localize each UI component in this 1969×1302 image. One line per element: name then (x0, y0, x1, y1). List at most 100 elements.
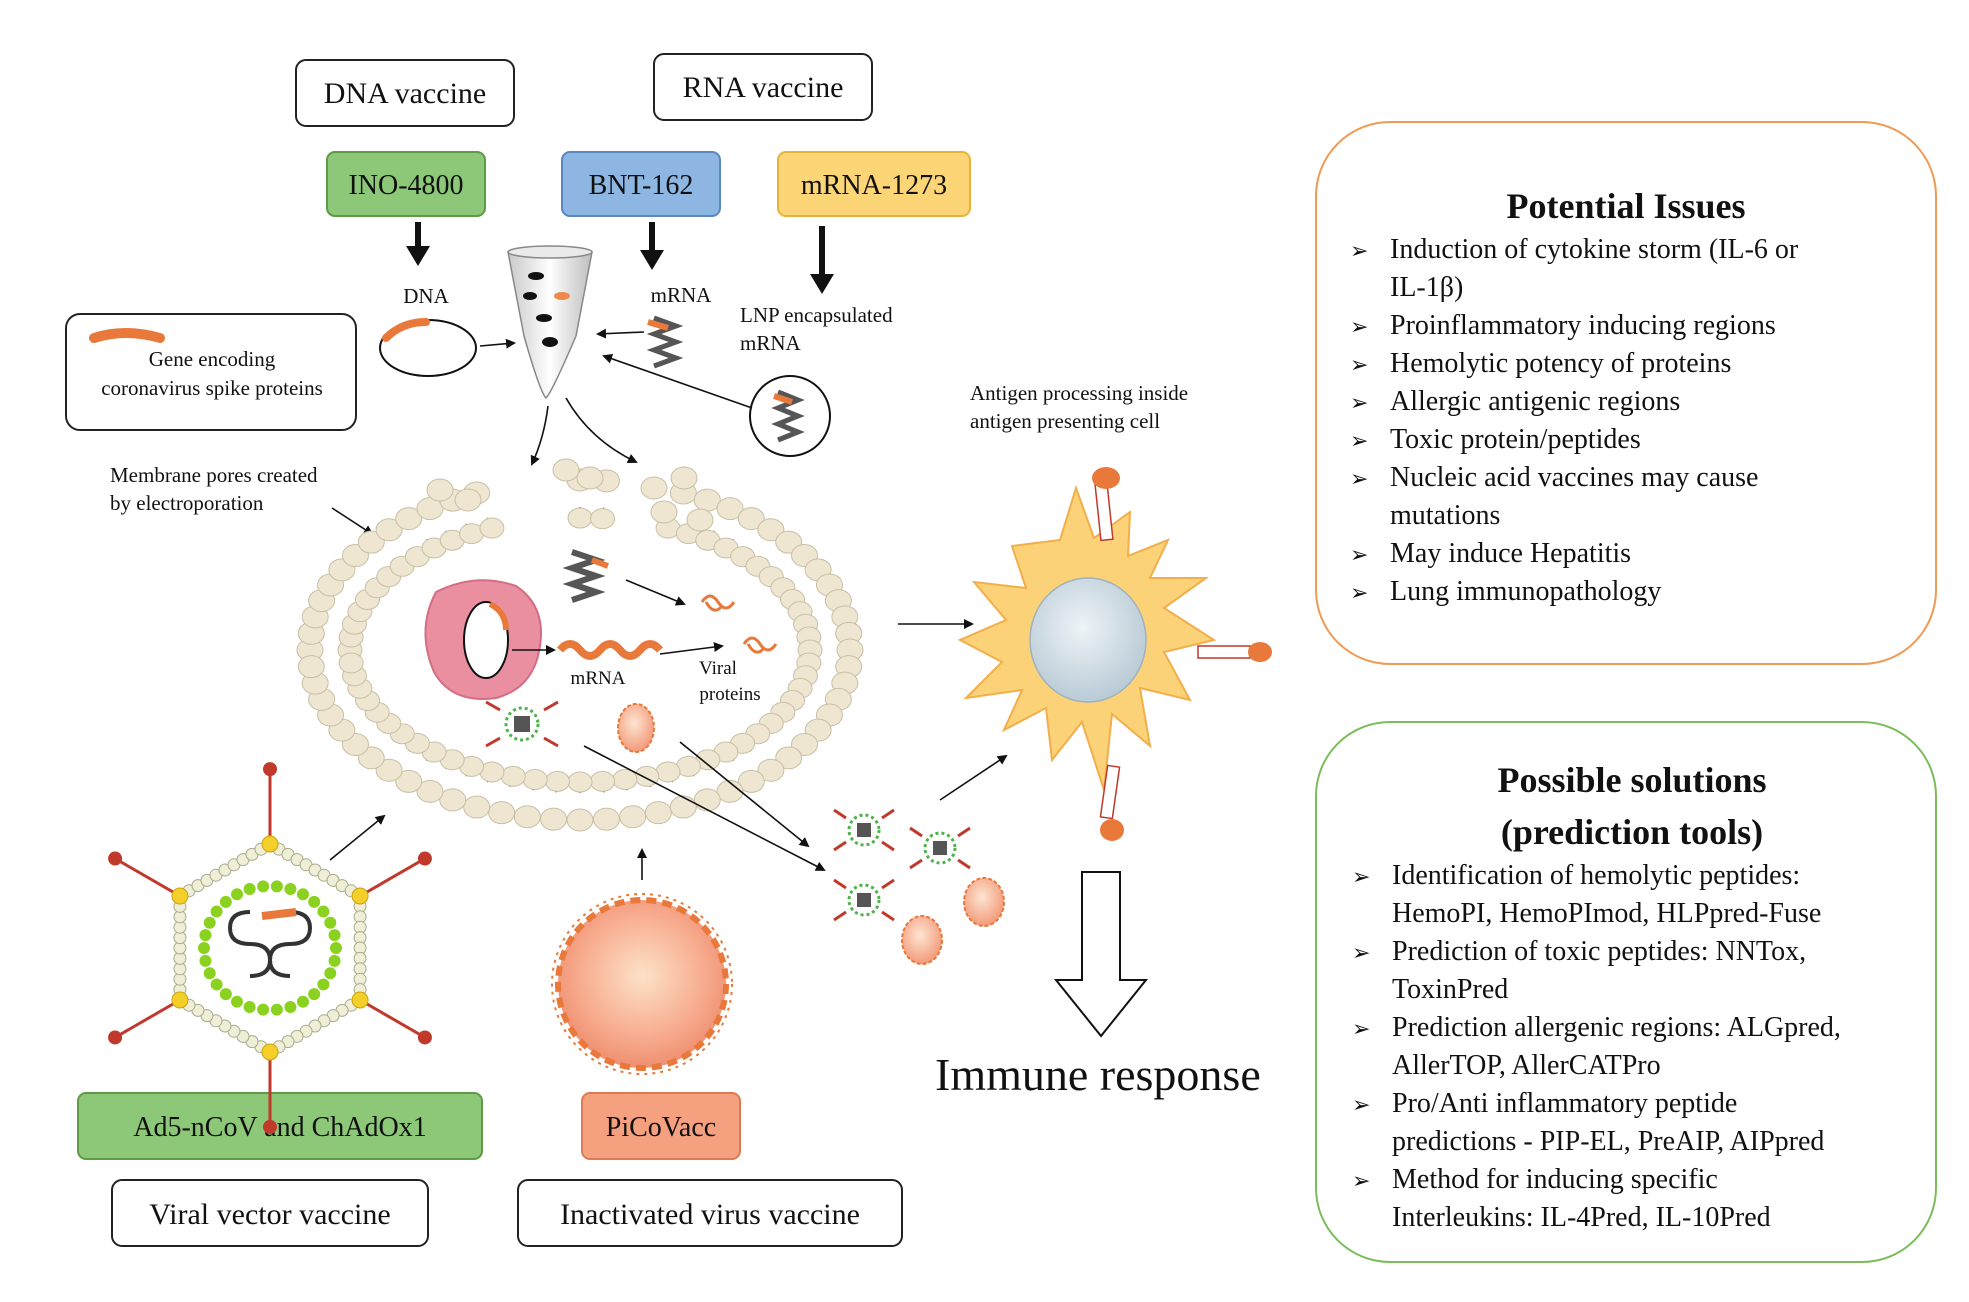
bullet-arrow-icon: ➢ (1350, 542, 1368, 567)
list-item-text: AllerTOP, AllerCATPro (1392, 1050, 1661, 1081)
nucleus-with-plasmid (424, 579, 542, 700)
svg-text:DNA: DNA (403, 284, 449, 308)
list-item: ➢Method for inducing specificInterleukin… (1352, 1164, 1771, 1233)
svg-text:by electroporation: by electroporation (110, 491, 264, 515)
bullet-arrow-icon: ➢ (1350, 580, 1368, 605)
svg-text:BNT-162: BNT-162 (589, 170, 694, 201)
inactivated-virus-in-cell (617, 703, 655, 753)
list-item: ➢ Proinflammatory inducing regions (1350, 310, 1776, 341)
svg-text:(prediction tools): (prediction tools) (1501, 812, 1763, 852)
list-item: ➢Toxic protein/peptides (1350, 424, 1641, 455)
list-item-text: Prediction of toxic peptides: NNTox, (1392, 936, 1806, 967)
cell-membrane-bilayer (296, 458, 864, 832)
arrow-particles-to-apc (939, 754, 1008, 801)
svg-text:Gene encoding: Gene encoding (149, 347, 276, 371)
svg-text:DNA vaccine: DNA vaccine (324, 77, 486, 110)
potential-issues-panel: Potential Issues ➢Induction of cytokine … (1315, 121, 1937, 665)
svg-text:Ad5-nCoV and ChAdOx1: Ad5-nCoV and ChAdOx1 (133, 1112, 426, 1143)
list-item-text: Nucleic acid vaccines may cause (1390, 462, 1758, 493)
mrna-wave-cell: mRNA (556, 640, 664, 689)
bullet-arrow-icon: ➢ (1352, 1092, 1370, 1117)
svg-text:mRNA-1273: mRNA-1273 (801, 170, 947, 201)
down-arrow-ino (406, 222, 430, 266)
apc-label: Antigen processing inside antigen presen… (970, 381, 1188, 433)
list-item-text: Pro/Anti inflammatory peptide (1392, 1088, 1737, 1119)
immune-response-arrow (1053, 871, 1149, 1038)
gene-encoding-legend: Gene encoding coronavirus spike proteins (65, 313, 357, 431)
list-item-text: Toxic protein/peptides (1390, 424, 1641, 455)
down-arrow-mrna1273 (810, 226, 834, 294)
list-item: ➢Identification of hemolytic peptides:He… (1352, 860, 1821, 929)
svg-text:Viral: Viral (699, 658, 737, 679)
viral-vector-vaccine-label: Viral vector vaccine (111, 1179, 429, 1247)
svg-text:mRNA: mRNA (571, 668, 626, 689)
list-item-text: predictions - PIP-EL, PreAIP, AIPpred (1392, 1126, 1824, 1157)
list-item: ➢Prediction of toxic peptides: NNTox,Tox… (1352, 936, 1806, 1005)
list-item-text: Prediction allergenic regions: ALGpred, (1392, 1012, 1841, 1043)
adenovirus-vector (108, 762, 432, 1134)
list-item-text: IL-1β) (1390, 272, 1463, 303)
antigen-presenting-cell (957, 467, 1272, 841)
list-item-text: Lung immunopathology (1390, 576, 1661, 607)
svg-text:proteins: proteins (699, 684, 760, 705)
inactivated-virus-sphere (551, 893, 733, 1075)
immune-response-label: Immune response (935, 1049, 1261, 1100)
bullet-arrow-icon: ➢ (1352, 864, 1370, 889)
arrow-vector-to-cell (329, 814, 386, 861)
dna-vaccine-label: DNA vaccine (295, 59, 515, 127)
list-item: ➢ Prediction allergenic regions: ALGpred,… (1352, 1012, 1841, 1081)
list-item-text: mutations (1390, 500, 1500, 531)
membrane-pores-label: Membrane pores created by electroporatio… (110, 463, 318, 515)
svg-text:INO-4800: INO-4800 (348, 170, 463, 201)
svg-text:LNP encapsulated: LNP encapsulated (740, 303, 893, 327)
bullet-arrow-icon: ➢ (1350, 352, 1368, 377)
list-item-text: HemoPI, HemoPImod, HLPpred-Fuse (1392, 898, 1821, 929)
arrow-cell-to-particles-1 (583, 745, 826, 871)
mhc-receptor-top (1092, 467, 1120, 542)
list-item-text: Proinflammatory inducing regions (1390, 310, 1776, 341)
svg-text:mRNA: mRNA (740, 331, 802, 355)
mrna-strand-top: mRNA (646, 283, 712, 369)
arrow-tube-to-cell-right (565, 397, 638, 464)
svg-text:RNA vaccine: RNA vaccine (683, 71, 844, 104)
bullet-arrow-icon: ➢ (1350, 314, 1368, 339)
svg-text:Membrane pores created: Membrane pores created (110, 463, 318, 487)
inactivated-virus-particle (963, 877, 1005, 927)
list-item-text: Method for inducing specific (1392, 1164, 1718, 1195)
mhc-receptor-right (1197, 642, 1272, 662)
list-item: ➢Induction of cytokine storm (IL-6 orIL-… (1350, 234, 1799, 303)
mrna-strand-cell (562, 549, 610, 603)
arrow-mrna-to-proteins (625, 579, 686, 606)
virus-particle (833, 808, 895, 852)
list-item: ➢Allergic antigenic regions (1350, 386, 1680, 417)
virus-particle (833, 878, 895, 922)
inactivated-virus-vaccine-label: Inactivated virus vaccine (517, 1179, 903, 1247)
svg-text:PiCoVacc: PiCoVacc (606, 1112, 716, 1143)
rna-vaccine-label: RNA vaccine (653, 53, 873, 121)
svg-text:Inactivated virus vaccine: Inactivated virus vaccine (560, 1198, 860, 1231)
list-item-text: Hemolytic potency of proteins (1390, 348, 1731, 379)
svg-text:Antigen processing inside: Antigen processing inside (970, 381, 1188, 405)
list-item: ➢ Hemolytic potency of proteins (1350, 348, 1731, 379)
dna-plasmid: DNA (379, 284, 477, 377)
list-item-text: May induce Hepatitis (1390, 538, 1631, 569)
svg-text:coronavirus spike proteins: coronavirus spike proteins (101, 376, 323, 400)
possible-solutions-panel: Possible solutions (prediction tools) ➢I… (1315, 721, 1937, 1263)
svg-text:Possible solutions: Possible solutions (1497, 760, 1766, 800)
lnp-encapsulated-mrna: LNP encapsulated mRNA (740, 303, 893, 457)
arrow-mrna-to-tube (596, 328, 645, 339)
bullet-arrow-icon: ➢ (1352, 1016, 1370, 1041)
svg-text:antigen presenting cell: antigen presenting cell (970, 409, 1160, 433)
mhc-receptor-bottom (1099, 764, 1124, 841)
bullet-arrow-icon: ➢ (1350, 390, 1368, 415)
arrow-cell-to-particles-2 (679, 741, 810, 848)
picovacc-badge: PiCoVacc (581, 1092, 741, 1160)
list-item: ➢ May induce Hepatitis (1350, 538, 1631, 569)
list-item: ➢ Pro/Anti inflammatory peptide prediction… (1352, 1088, 1824, 1157)
test-tube (507, 245, 593, 400)
bullet-arrow-icon: ➢ (1352, 940, 1370, 965)
bullet-arrow-icon: ➢ (1350, 238, 1368, 263)
ad5-chadox1-badge: Ad5-nCoV and ChAdOx1 (77, 1092, 483, 1160)
mrna-1273-badge: mRNA-1273 (777, 151, 971, 217)
